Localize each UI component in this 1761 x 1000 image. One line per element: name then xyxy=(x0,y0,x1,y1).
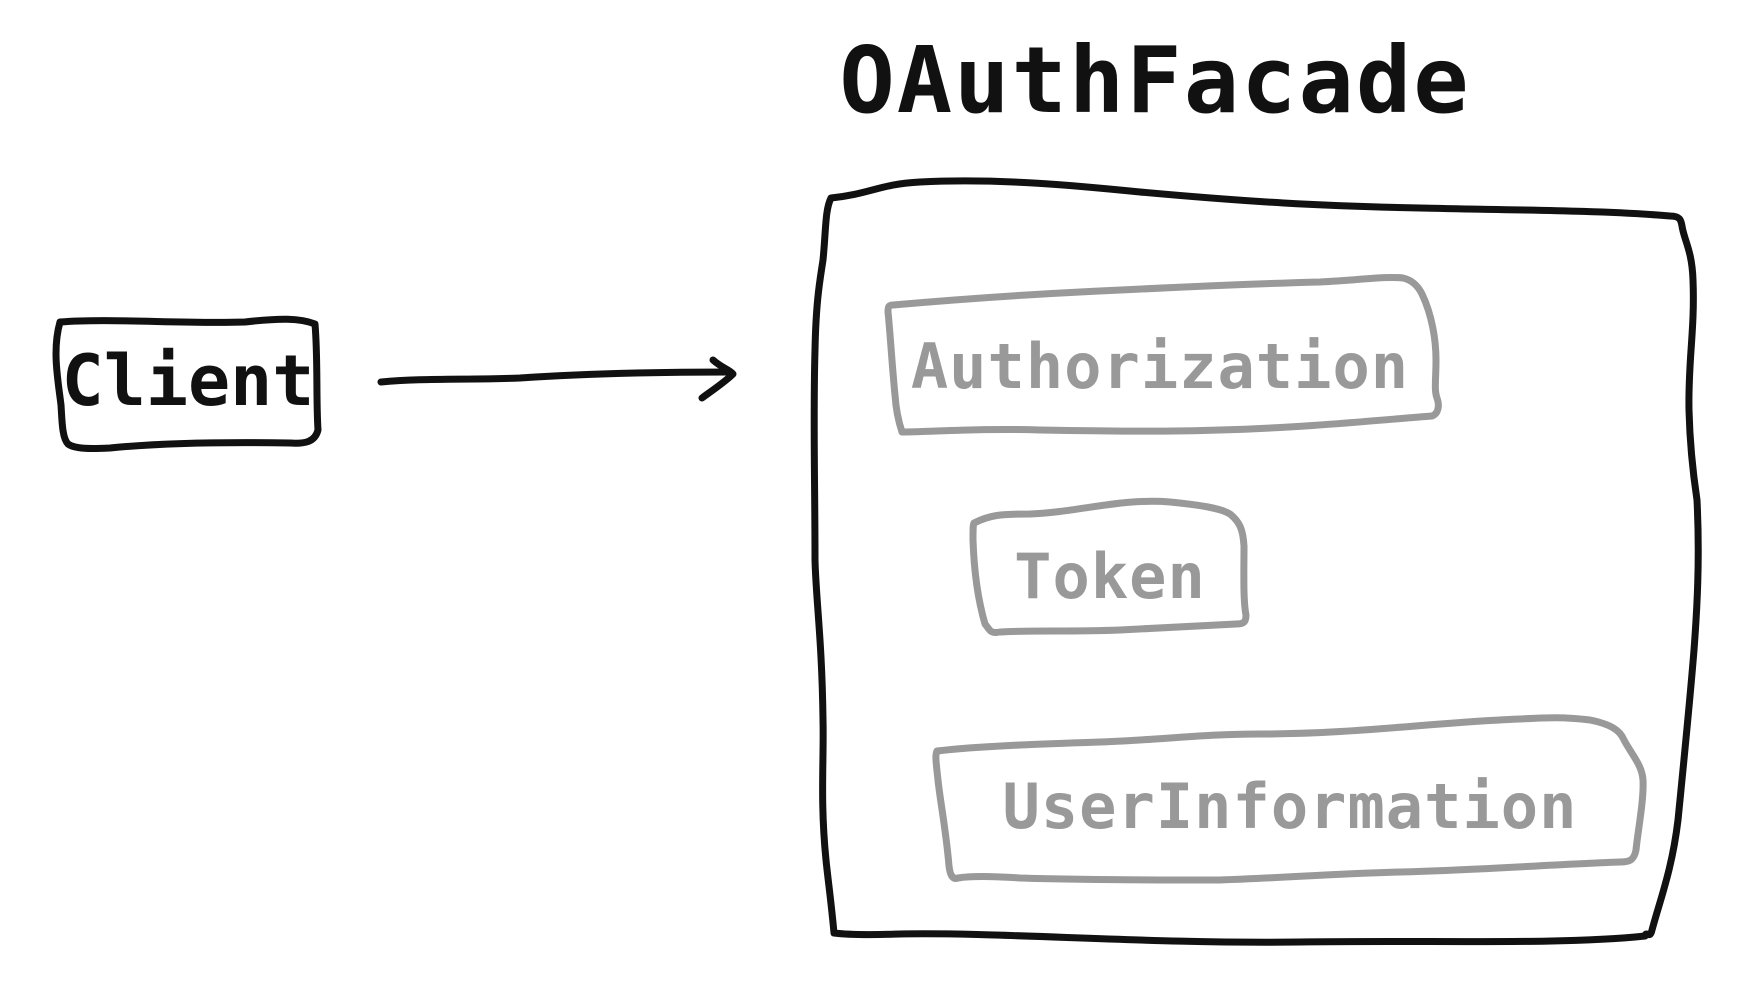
token-label: Token xyxy=(1014,540,1206,613)
arrow-shaft xyxy=(377,368,734,386)
component-token[interactable]: Token xyxy=(969,497,1250,636)
authorization-label: Authorization xyxy=(911,330,1409,403)
facade-title: OAuthFacade xyxy=(839,27,1470,134)
user-information-label: UserInformation xyxy=(1003,770,1578,843)
client-node[interactable]: Client xyxy=(52,315,322,452)
client-label: Client xyxy=(62,340,315,422)
component-authorization[interactable]: Authorization xyxy=(884,273,1442,436)
user-information-box xyxy=(932,714,1647,884)
client-box xyxy=(52,315,322,452)
facade-box xyxy=(810,177,1702,946)
client-to-facade-arrow xyxy=(377,356,737,402)
arrow-head xyxy=(698,356,737,402)
authorization-box xyxy=(884,273,1442,436)
token-box xyxy=(969,497,1250,636)
component-user-information[interactable]: UserInformation xyxy=(932,714,1647,884)
